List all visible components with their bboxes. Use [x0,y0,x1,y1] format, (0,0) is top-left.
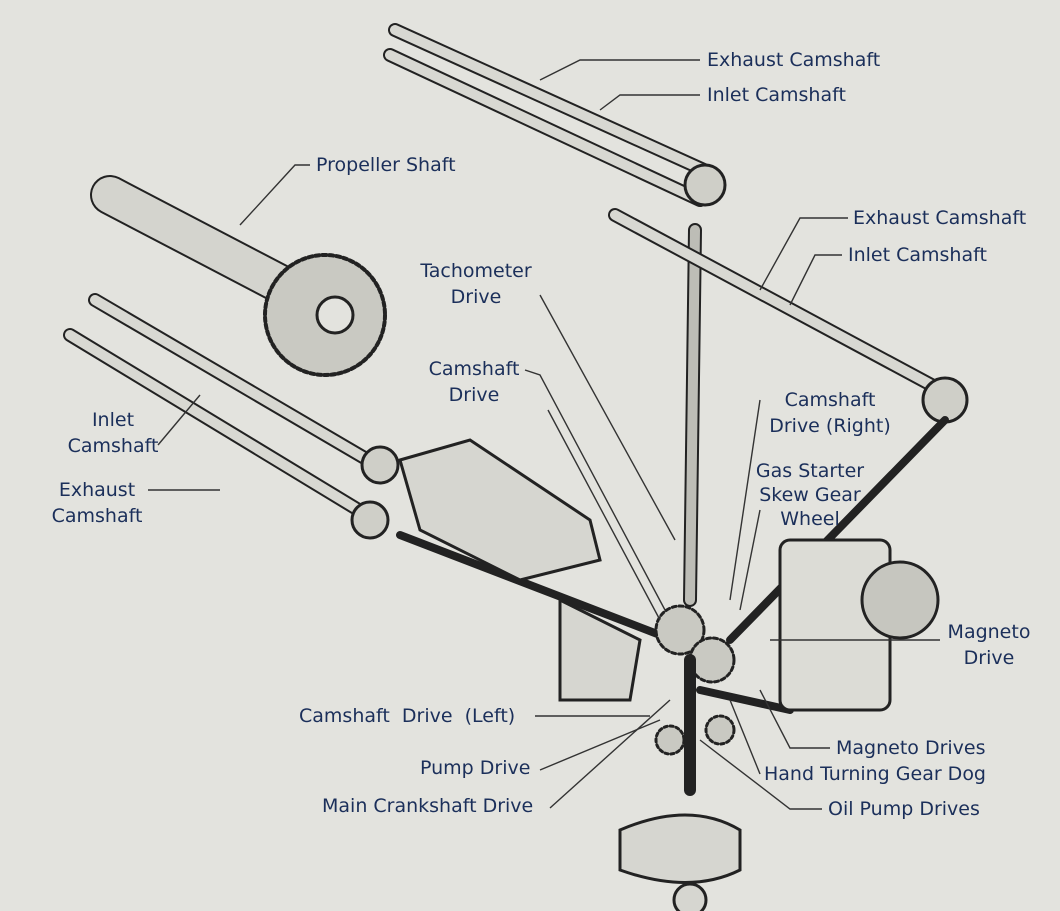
label-exhaust-camshaft-top: Exhaust Camshaft [707,49,881,71]
label-line: Inlet [91,409,135,431]
label-camshaft-drive-left: Camshaft Drive (Left) [299,705,516,727]
top-camshafts [383,23,727,207]
label-inlet-camshaft-top: Inlet Camshaft [707,84,846,106]
label-hand-turning-gear-dog: Hand Turning Gear Dog [764,763,986,785]
label-line: Skew Gear [759,484,861,506]
label-oil-pump-drives: Oil Pump Drives [828,798,980,820]
label-line: Drive [450,286,502,308]
label-line: Wheel [780,508,840,530]
label-line: Gas Starter [755,460,865,482]
label-magneto-drives: Magneto Drives [836,737,986,759]
label-line: Camshaft [67,435,159,457]
label-propeller-shaft: Propeller Shaft [316,154,456,176]
label-line: Drive [963,647,1015,669]
leader-lines [148,59,940,810]
label-line: Tachometer [420,260,532,282]
label-inlet-camshaft-right: Inlet Camshaft [848,244,987,266]
label-line: Camshaft [428,358,520,380]
label-main-crankshaft-drive: Main Crankshaft Drive [322,795,534,817]
label-line: Drive [448,384,500,406]
label-exhaust-camshaft-right: Exhaust Camshaft [853,207,1027,229]
label-pump-drive: Pump Drive [420,757,531,779]
label-line: Camshaft [51,505,143,527]
label-line: Magneto [947,621,1031,643]
label-line: Drive (Right) [769,415,891,437]
label-line: Exhaust [58,479,136,501]
label-line: Camshaft [784,389,876,411]
